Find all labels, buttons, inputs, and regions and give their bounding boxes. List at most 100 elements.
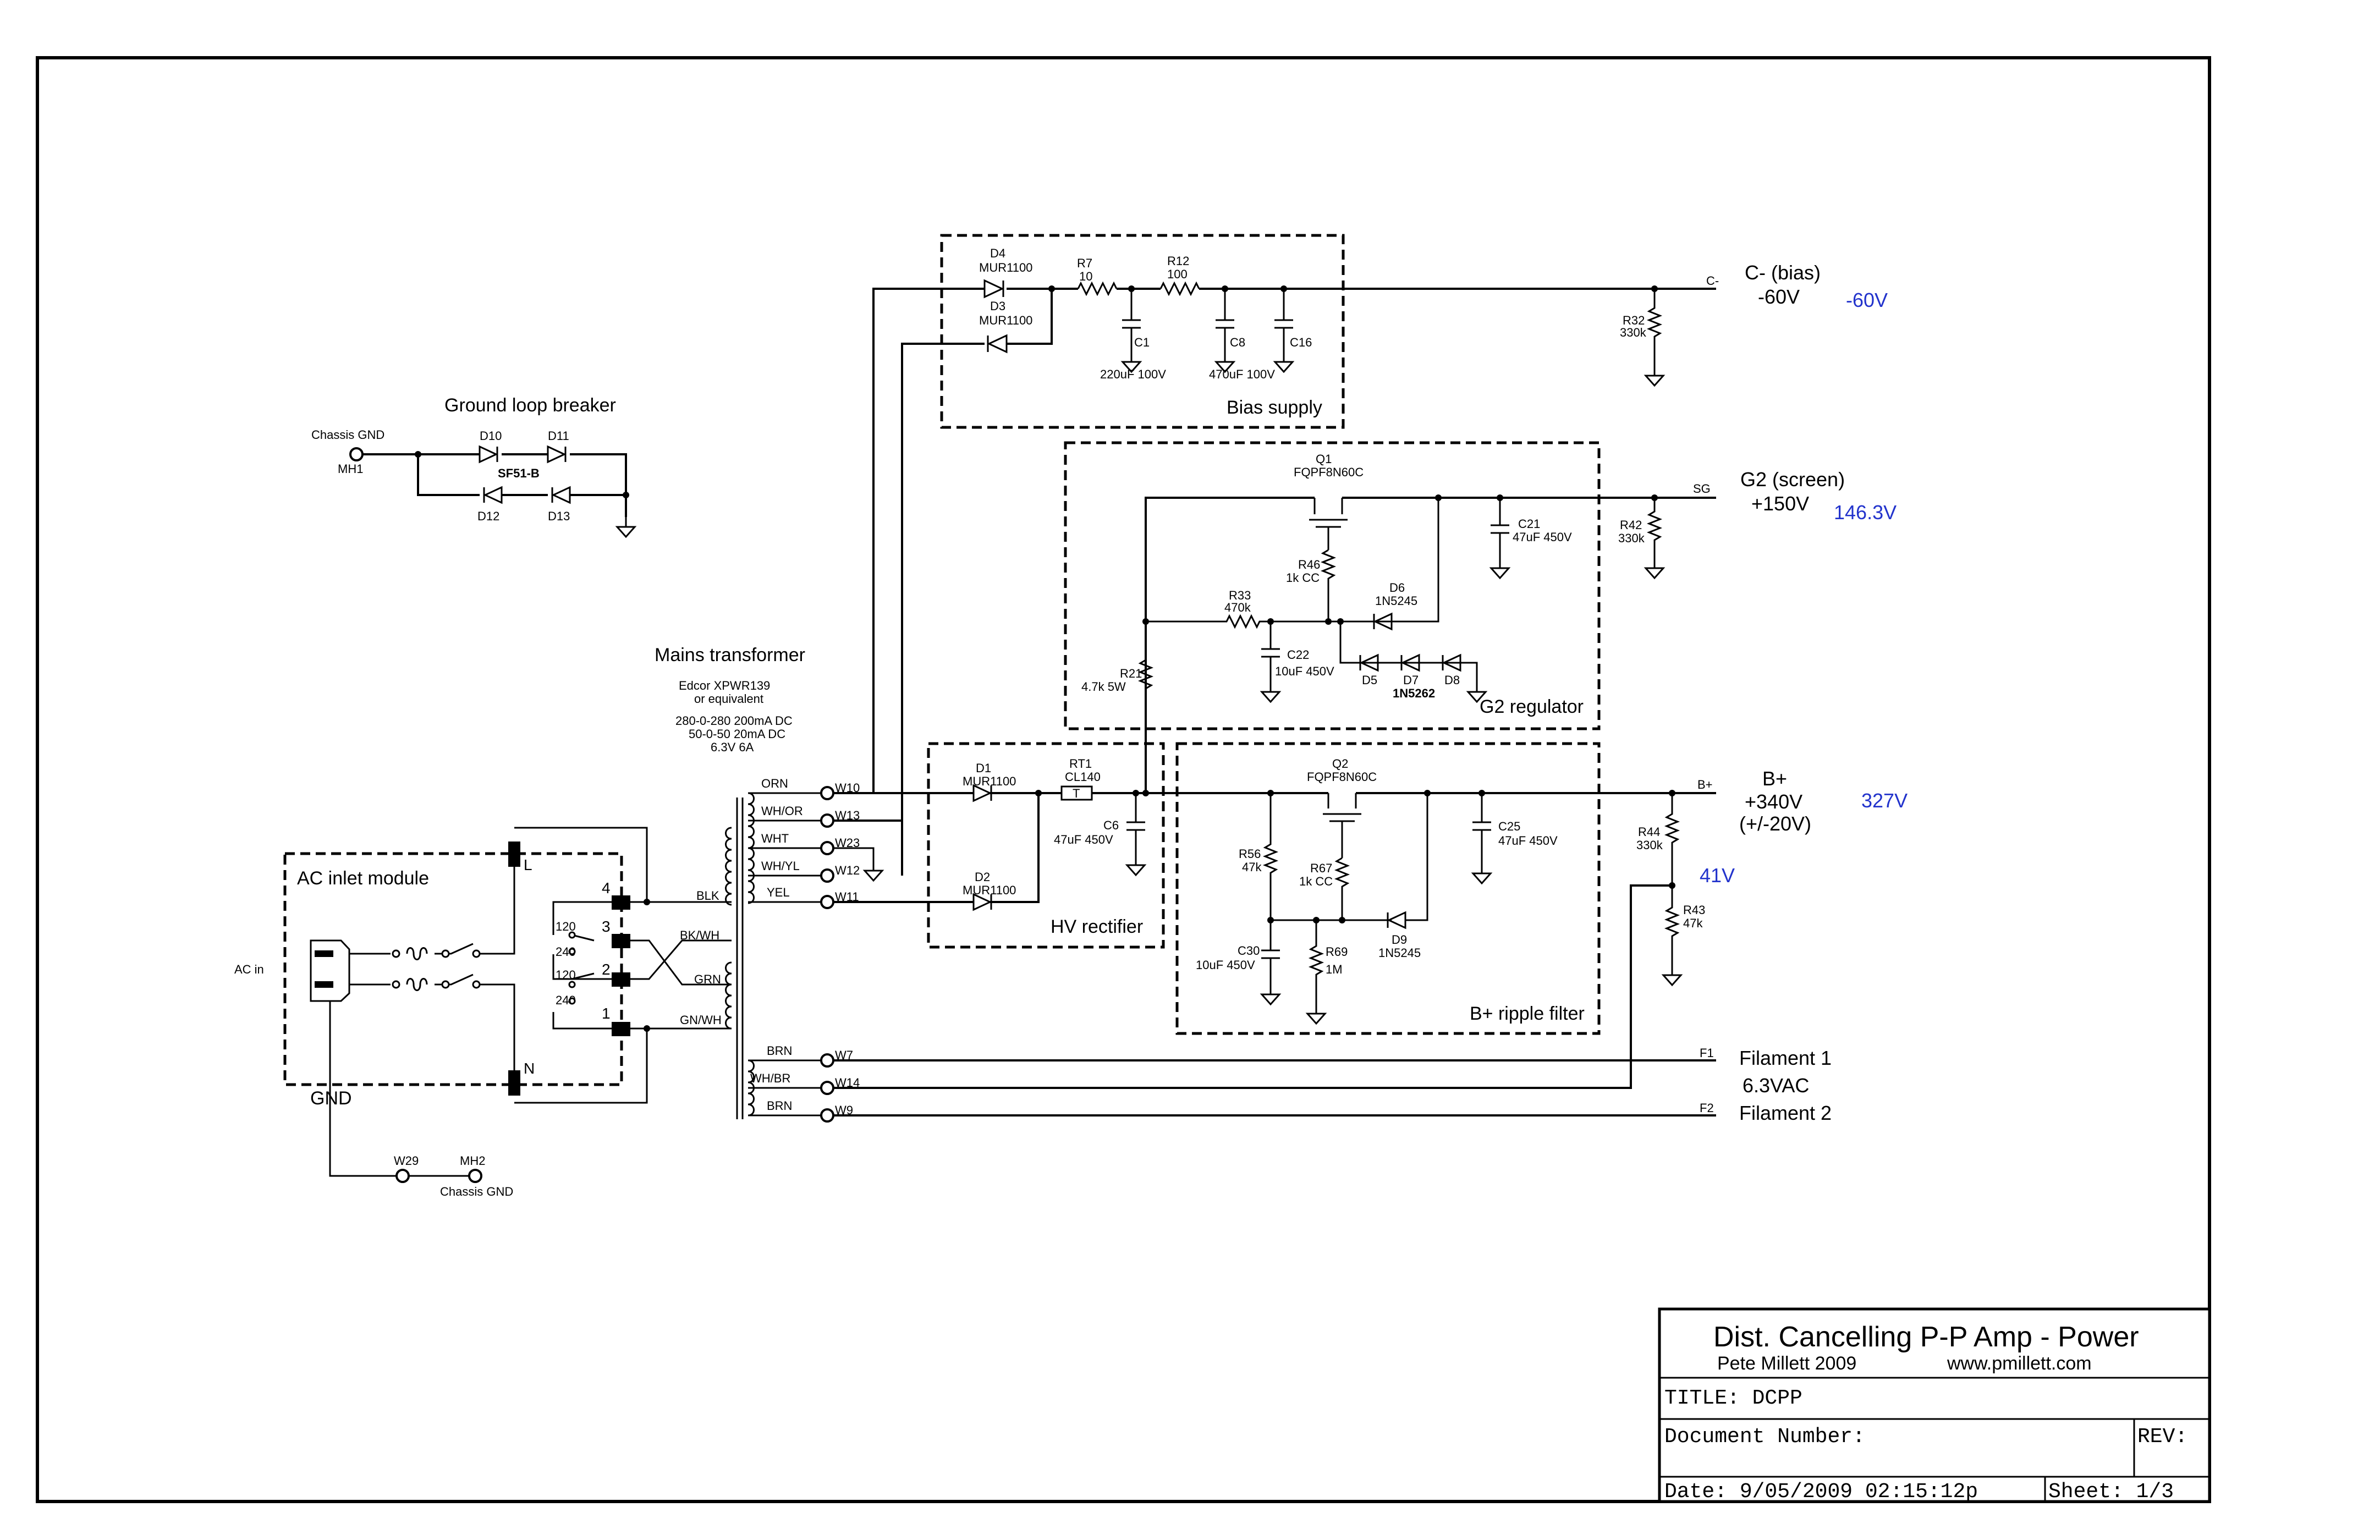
- r12-resistor: [1159, 281, 1200, 296]
- brn-wire-label-1: BRN: [767, 1044, 792, 1058]
- bias-nominal-voltage: -60V: [1758, 285, 1800, 308]
- d13-diode: [551, 486, 571, 504]
- rt1-thermistor: [1060, 785, 1093, 801]
- title-field: TITLE: DCPP: [1664, 1387, 1802, 1410]
- bias-output-name: C- (bias): [1745, 261, 1821, 284]
- transformer-spec-hv: 280-0-280 200mA DC: [675, 714, 793, 728]
- ac-inlet-box: [283, 852, 623, 1086]
- d9-part: 1N5245: [1378, 946, 1421, 960]
- r42-value: 330k: [1618, 531, 1645, 545]
- d4-part: MUR1100: [979, 261, 1032, 274]
- r67-value: 1k CC: [1299, 875, 1333, 888]
- c8-ref: C8: [1230, 336, 1245, 349]
- c1-value: 220uF 100V: [1100, 367, 1166, 381]
- r7-resistor: [1077, 281, 1118, 296]
- g2-output: R42 330k SG G2 (screen) +150V 146.3V: [1618, 468, 1897, 579]
- w7-pad-label: W7: [835, 1048, 853, 1062]
- v120-label-2: 120: [556, 968, 576, 982]
- w12-pad-label: W12: [835, 864, 860, 877]
- blk-wire-label: BLK: [696, 889, 719, 903]
- zener-chain-part: 1N5262: [1393, 686, 1435, 700]
- mh2-chassis-label: Chassis GND: [440, 1185, 513, 1198]
- r21-value: 4.7k 5W: [1081, 680, 1126, 694]
- q1-part: FQPF8N60C: [1294, 465, 1364, 479]
- whor-wire-label: WH/OR: [761, 804, 803, 818]
- gnd-label: GND: [310, 1088, 352, 1109]
- hv-rectifier-section: HV rectifier D1 MUR1100 D2 MUR1100 T RT1…: [832, 742, 1165, 949]
- r43-value: 47k: [1683, 916, 1703, 930]
- ac-inlet-title: AC inlet module: [297, 868, 429, 889]
- author-url: www.pmillett.com: [1947, 1353, 2092, 1374]
- r33-value: 470k: [1224, 601, 1251, 614]
- d4-diode: [983, 279, 1004, 299]
- g2-nominal-voltage: +150V: [1751, 492, 1809, 515]
- r46-ref: R46: [1298, 558, 1320, 571]
- bplus-tolerance: (+/-20V): [1739, 812, 1811, 835]
- transformer-model: Edcor XPWR139: [679, 679, 770, 692]
- d2-diode: [972, 893, 992, 911]
- divider-measured-voltage: 41V: [1700, 864, 1735, 887]
- gnwh-wire-label: GN/WH: [680, 1013, 722, 1027]
- pin1-label: 1: [602, 1005, 611, 1022]
- d10-diode: [479, 445, 498, 464]
- r69-value: 1M: [1326, 963, 1343, 976]
- c6-value: 47uF 450V: [1054, 833, 1113, 846]
- r21-ref: R21: [1120, 667, 1142, 680]
- r44-ref: R44: [1638, 825, 1660, 839]
- c25-value: 47uF 450V: [1498, 834, 1558, 848]
- d10-ref: D10: [480, 429, 502, 443]
- pin2-label: 2: [602, 961, 611, 978]
- mains-transformer: Mains transformer Edcor XPWR139 or equiv…: [655, 645, 883, 1123]
- r43-ref: R43: [1683, 903, 1705, 917]
- mh2-label: MH2: [460, 1154, 485, 1168]
- d1-diode: [972, 784, 992, 802]
- rt1-part: CL140: [1065, 770, 1101, 784]
- mh1-chassis-label: Chassis GND: [311, 428, 384, 442]
- title-block: Dist. Cancelling P-P Amp - Power Pete Mi…: [1658, 1307, 2211, 1504]
- q2-ref: Q2: [1332, 757, 1348, 771]
- d1-part: MUR1100: [963, 774, 1016, 788]
- d6-part: 1N5245: [1375, 594, 1417, 608]
- r56-value: 47k: [1242, 860, 1262, 874]
- f2-net-label: F2: [1700, 1101, 1714, 1115]
- ripple-filter-label: B+ ripple filter: [1470, 1003, 1585, 1024]
- transformer-spec-bias: 50-0-50 20mA DC: [689, 727, 785, 741]
- r42-ref: R42: [1620, 518, 1642, 532]
- sheet-field: Sheet: 1/3: [2048, 1480, 2174, 1504]
- d3-ref: D3: [990, 299, 1005, 313]
- w29-pad-label: W29: [394, 1154, 419, 1168]
- date-field: Date: 9/05/2009 02:15:12p: [1664, 1480, 1978, 1504]
- sf51b-part: SF51-B: [498, 466, 540, 480]
- v120-label-1: 120: [556, 920, 576, 933]
- f1-net-label: F1: [1700, 1046, 1714, 1060]
- g2-regulator-label: G2 regulator: [1480, 696, 1584, 717]
- r12-value: 100: [1167, 267, 1188, 281]
- d11-ref: D11: [548, 429, 569, 443]
- drawing-frame: [36, 56, 2211, 1503]
- drawing-title: Dist. Cancelling P-P Amp - Power: [1713, 1321, 2139, 1353]
- r32-value: 330k: [1620, 326, 1647, 339]
- filament1-label: Filament 1: [1739, 1047, 1832, 1069]
- bplus-nominal-voltage: +340V: [1745, 790, 1802, 813]
- revision-field: REV:: [2137, 1425, 2187, 1449]
- whyl-wire-label: WH/YL: [761, 859, 800, 873]
- whbr-wire-label: WH/BR: [750, 1071, 790, 1085]
- c30-value: 10uF 450V: [1196, 958, 1255, 972]
- c21-value: 47uF 450V: [1513, 530, 1572, 544]
- hv-rectifier-box: [927, 742, 1165, 949]
- mh1-label: MH1: [338, 462, 363, 476]
- c22-ref: C22: [1287, 648, 1309, 662]
- c16-ref: C16: [1290, 336, 1312, 349]
- d13-ref: D13: [548, 509, 570, 523]
- w11-pad-label: W11: [835, 890, 859, 904]
- c1-ref: C1: [1134, 336, 1150, 349]
- g2-regulator-section: G2 regulator Q1 FQPF8N60C R46 1k CC R33 …: [1064, 441, 1716, 793]
- filament-voltage: 6.3VAC: [1743, 1074, 1809, 1097]
- pin3-label: 3: [602, 918, 611, 935]
- w14-pad-label: W14: [835, 1076, 860, 1090]
- r56-ref: R56: [1239, 847, 1261, 861]
- d9-zener: [1387, 911, 1406, 930]
- d12-diode: [483, 486, 503, 504]
- v240-label-2: 240: [556, 993, 576, 1007]
